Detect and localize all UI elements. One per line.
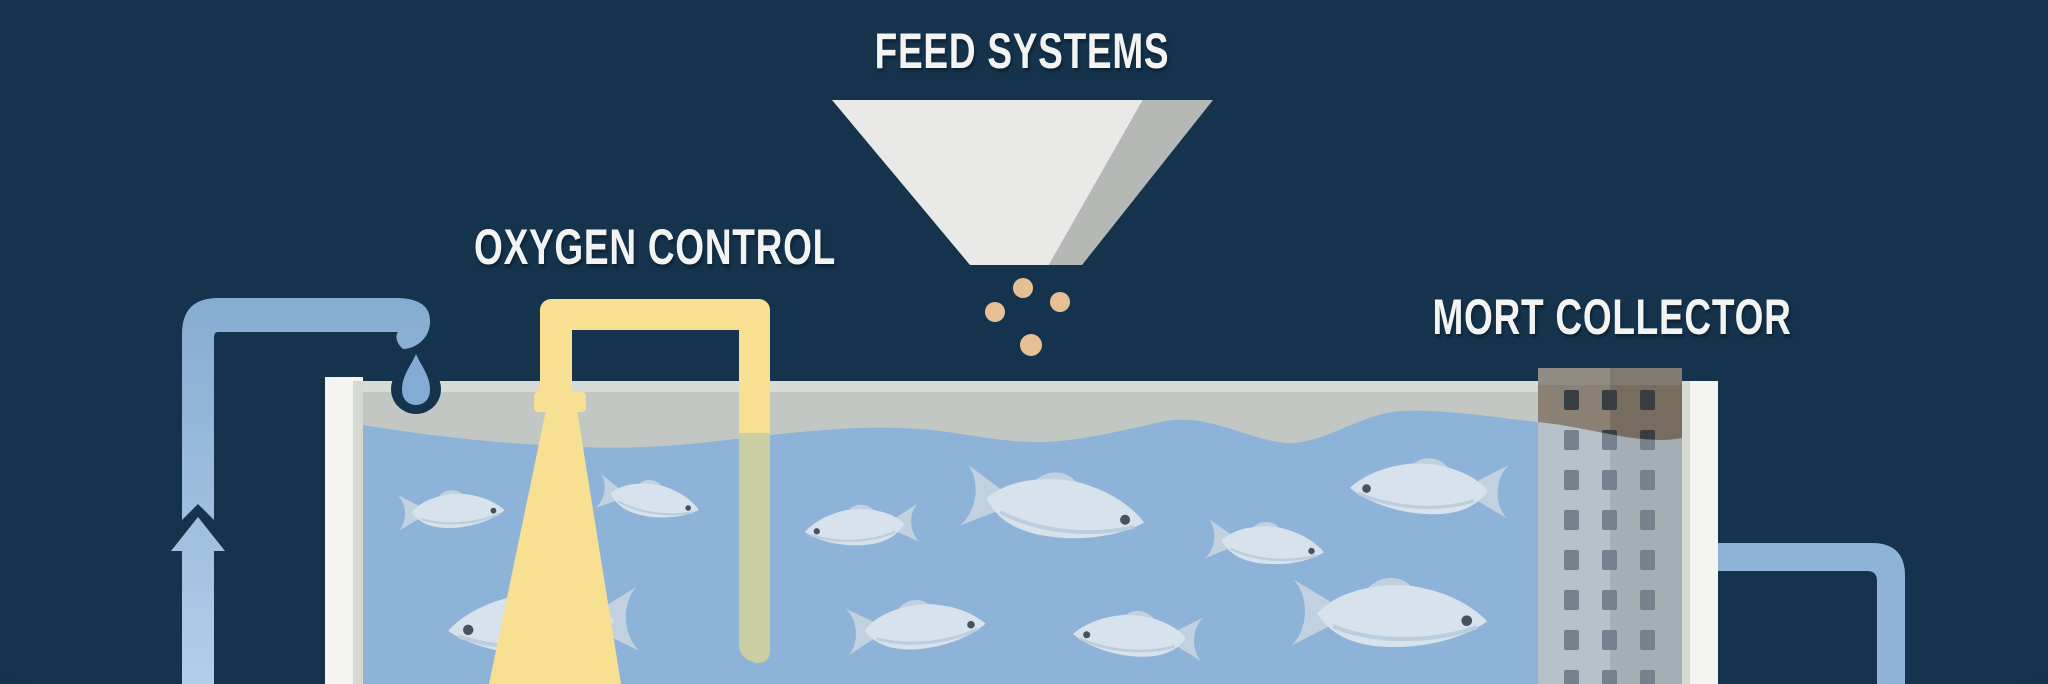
feed-systems-label: FEED SYSTEMS xyxy=(874,23,1170,79)
tower-top-left xyxy=(1538,368,1610,385)
tower-top-right xyxy=(1610,368,1682,385)
tower-window xyxy=(1564,630,1579,650)
feed-pellet-icon xyxy=(1050,292,1070,312)
tower-window xyxy=(1564,390,1579,410)
oxygen-control-device xyxy=(489,299,770,684)
feed-pellets xyxy=(985,278,1070,356)
oxygen-diffuser-cone xyxy=(489,410,621,684)
up-arrow-icon xyxy=(171,517,225,684)
feed-funnel-icon xyxy=(832,100,1213,265)
tower-window xyxy=(1602,390,1617,410)
tower-window xyxy=(1602,630,1617,650)
tower-window xyxy=(1640,470,1655,490)
oxygen-frame-right-leg xyxy=(739,310,770,433)
tank-wall-right-shade xyxy=(1682,381,1690,684)
tower-window xyxy=(1640,510,1655,530)
oxygen-diffuser-collar xyxy=(534,392,586,412)
feed-pellet-icon xyxy=(985,302,1005,322)
tower-window xyxy=(1640,630,1655,650)
tower-window xyxy=(1602,550,1617,570)
tower-window xyxy=(1640,390,1655,410)
oxygen-frame-top xyxy=(540,299,770,330)
tank-wall-left-shade xyxy=(353,381,363,684)
tower-submerged xyxy=(1538,410,1682,684)
water-droplet-icon xyxy=(391,354,441,414)
tower-window xyxy=(1640,550,1655,570)
inlet-pipe-upper xyxy=(182,298,431,520)
tower-window xyxy=(1640,670,1655,684)
tank-walls xyxy=(325,377,1718,684)
outlet-pipe xyxy=(1712,543,1905,684)
inlet-pipe xyxy=(171,298,431,684)
tower-windows-wet xyxy=(1564,430,1655,684)
mort-collector-tower xyxy=(1538,368,1682,684)
tower-window xyxy=(1602,430,1617,450)
tower-window xyxy=(1564,510,1579,530)
tower-window xyxy=(1602,590,1617,610)
droplet xyxy=(402,354,430,405)
tower-window xyxy=(1564,670,1579,684)
funnel-front-face xyxy=(832,100,1143,265)
feed-pellet-icon xyxy=(1013,278,1033,298)
tank-rim xyxy=(363,381,1682,392)
feed-pellet-icon xyxy=(1020,334,1042,356)
mort-collector-label: MORT COLLECTOR xyxy=(1432,289,1792,345)
funnel-side-face xyxy=(1049,100,1213,265)
tower-window xyxy=(1564,470,1579,490)
tower-window xyxy=(1602,470,1617,490)
tower-window xyxy=(1602,670,1617,684)
tower-window xyxy=(1564,430,1579,450)
oxygen-control-label: OXYGEN CONTROL xyxy=(474,219,836,275)
oxygen-probe-submerged xyxy=(739,428,770,664)
oxygen-frame-left-leg xyxy=(540,310,572,400)
tower-window xyxy=(1602,510,1617,530)
tower-window xyxy=(1564,550,1579,570)
tower-window xyxy=(1640,590,1655,610)
tower-window xyxy=(1564,590,1579,610)
